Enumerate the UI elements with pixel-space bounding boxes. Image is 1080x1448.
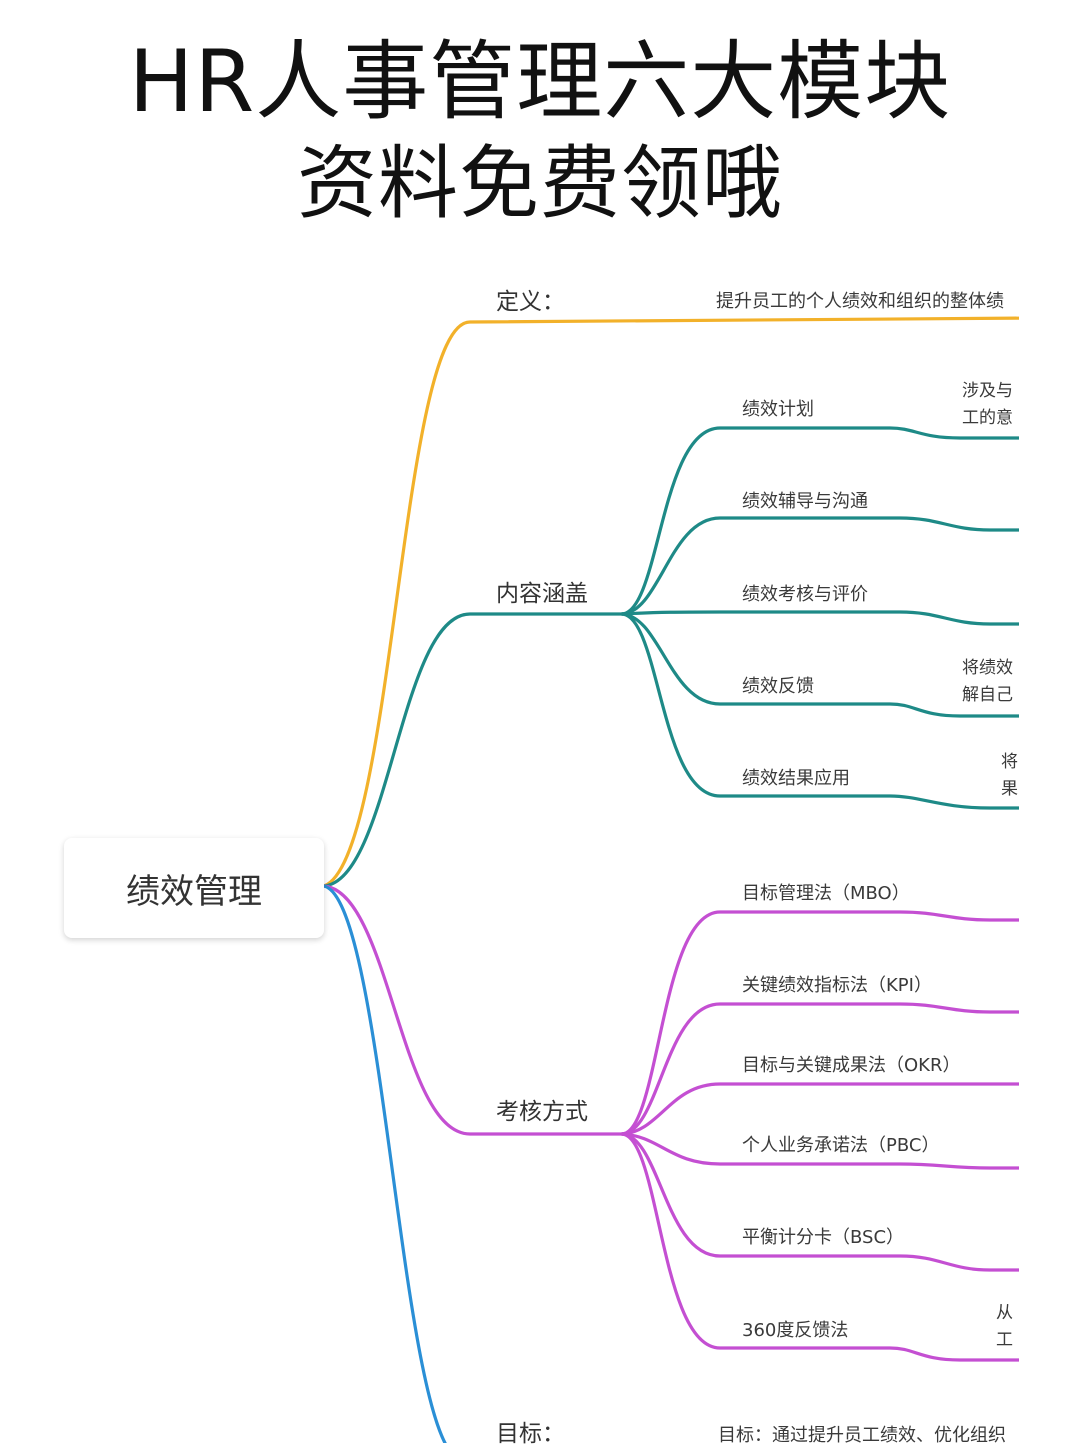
content-plan-note-line2: 工的意 bbox=[962, 408, 1013, 428]
edge-root-definition bbox=[322, 316, 1042, 888]
edge-content-1 bbox=[620, 426, 1042, 616]
page-subtitle: 资料免费领哦 bbox=[297, 137, 783, 230]
content-plan-note-line1: 涉及与 bbox=[962, 381, 1013, 401]
content-feedback-note-line1: 将绩效 bbox=[962, 658, 1013, 678]
edge-content-5 bbox=[620, 612, 1042, 810]
content-plan-note-clip: 涉及与 工的意 bbox=[962, 378, 1019, 434]
content-item-appraisal[interactable]: 绩效考核与评价 bbox=[742, 584, 868, 605]
method-item-okr[interactable]: 目标与关键成果法（OKR） bbox=[742, 1055, 961, 1076]
content-item-coaching[interactable]: 绩效辅导与沟通 bbox=[742, 491, 868, 512]
edge-content-3 bbox=[620, 610, 1042, 626]
branch-content-label[interactable]: 内容涵盖 bbox=[496, 581, 588, 607]
page-title: HR人事管理六大模块 bbox=[128, 32, 952, 132]
root-label: 绩效管理 bbox=[126, 871, 262, 912]
edge-methods-5 bbox=[620, 1132, 1042, 1272]
method-item-mbo[interactable]: 目标管理法（MBO） bbox=[742, 883, 910, 904]
root-node[interactable]: 绩效管理 bbox=[64, 838, 324, 938]
edge-root-content bbox=[322, 612, 624, 888]
method-item-bsc[interactable]: 平衡计分卡（BSC） bbox=[742, 1227, 905, 1248]
method-360-note-clip: 从 工 bbox=[996, 1300, 1019, 1356]
edge-content-2 bbox=[620, 516, 1042, 616]
method-item-360[interactable]: 360度反馈法 bbox=[742, 1320, 849, 1341]
edge-methods-1 bbox=[620, 910, 1042, 1136]
edge-root-goal bbox=[322, 884, 447, 1443]
content-application-note-line1: 将 bbox=[1001, 752, 1018, 772]
method-item-kpi[interactable]: 关键绩效指标法（KPI） bbox=[742, 975, 932, 996]
edge-content-4 bbox=[620, 612, 1042, 718]
content-item-plan[interactable]: 绩效计划 bbox=[742, 399, 814, 420]
content-item-feedback[interactable]: 绩效反馈 bbox=[742, 676, 814, 697]
definition-text-clip: 提升员工的个人绩效和组织的整体绩 bbox=[716, 287, 1019, 315]
edge-methods-2 bbox=[620, 1002, 1042, 1136]
edge-methods-4 bbox=[620, 1132, 1042, 1170]
content-application-note-line2: 果 bbox=[1001, 779, 1018, 799]
branch-definition-label[interactable]: 定义： bbox=[496, 289, 565, 315]
branch-methods-label[interactable]: 考核方式 bbox=[496, 1099, 588, 1125]
goal-text-clip: 目标：通过提升员工绩效、优化组织 bbox=[718, 1421, 1019, 1443]
content-feedback-note-line2: 解自己 bbox=[962, 685, 1013, 705]
method-360-note-line1: 从 bbox=[996, 1303, 1013, 1323]
content-application-note-clip: 将 果 bbox=[1001, 749, 1019, 805]
edge-methods-6 bbox=[620, 1132, 1042, 1362]
content-feedback-note-clip: 将绩效 解自己 bbox=[962, 655, 1019, 711]
method-item-pbc[interactable]: 个人业务承诺法（PBC） bbox=[742, 1135, 940, 1156]
edge-root-methods bbox=[322, 884, 624, 1136]
edge-methods-3 bbox=[620, 1082, 1042, 1136]
content-item-application[interactable]: 绩效结果应用 bbox=[742, 768, 850, 789]
method-360-note-line2: 工 bbox=[996, 1330, 1013, 1350]
definition-text: 提升员工的个人绩效和组织的整体绩 bbox=[716, 291, 1004, 312]
right-crop-mask bbox=[1019, 230, 1080, 1443]
goal-text: 目标：通过提升员工绩效、优化组织 bbox=[718, 1425, 1006, 1443]
